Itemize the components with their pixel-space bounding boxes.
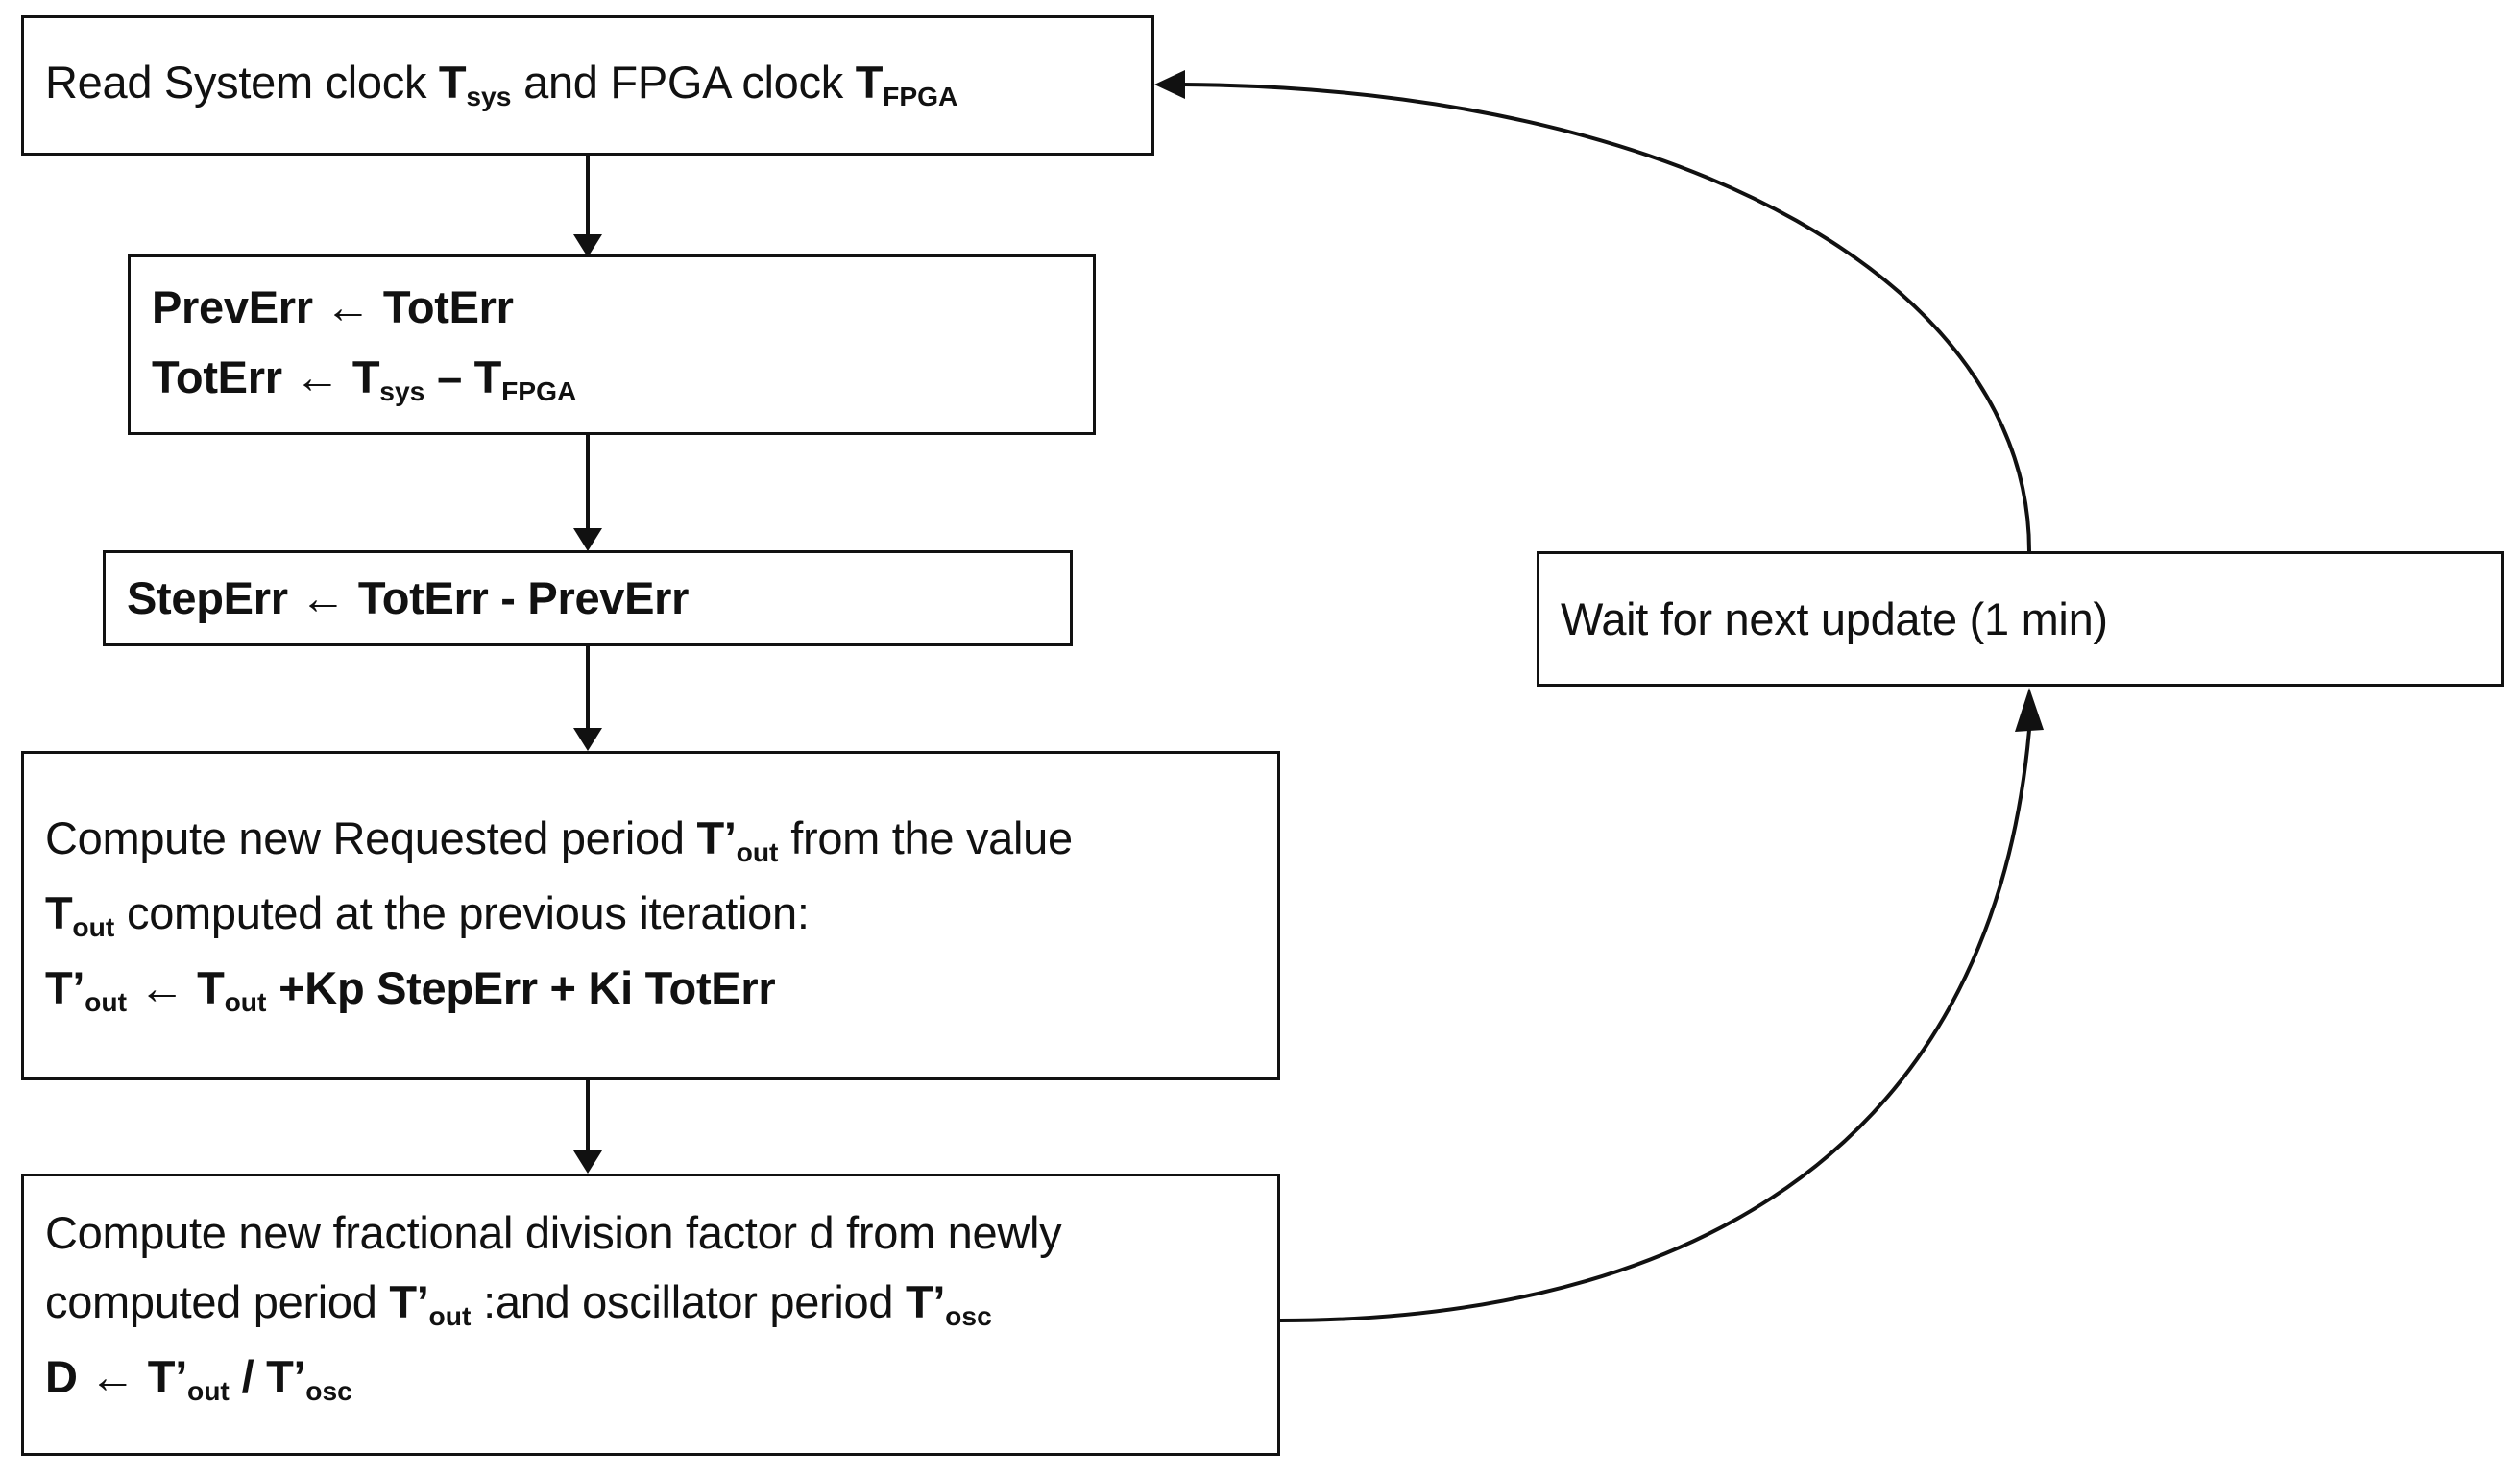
- sub-out: out: [72, 910, 115, 942]
- assign-arrow-icon: ←: [138, 962, 185, 1014]
- step-error-seg-1: StepErr: [127, 571, 301, 623]
- step-error-seg-3: TotErr - PrevErr: [346, 571, 690, 623]
- compute-period-l2-seg-2: computed at the previous iteration:: [114, 886, 810, 938]
- compute-period-line-3: T’out ← Tout +Kp StepErr + Ki TotErr: [45, 954, 1264, 1029]
- compute-division-factor-text: Compute new fractional division factor d…: [24, 1199, 1277, 1417]
- error-update-l1-seg-3: TotErr: [371, 280, 514, 332]
- sub-out: out: [736, 835, 779, 867]
- edge-compute-period-to-division: [573, 1080, 602, 1174]
- compute-division-l1-seg-1: Compute new fractional division factor d…: [45, 1207, 1062, 1258]
- sub-out: out: [428, 1300, 472, 1332]
- read-clocks-seg-4: TFPGA: [855, 57, 958, 112]
- compute-division-line-3: D ← T’out / T’osc: [45, 1343, 1264, 1417]
- compute-division-l2-seg-2: T’out: [389, 1276, 472, 1332]
- read-clocks-line-1: Read System clock Tsys and FPGA clock TF…: [45, 48, 1138, 123]
- edge-error-to-step: [573, 435, 602, 551]
- compute-period-line-2: Tout computed at the previous iteration:: [45, 879, 1264, 954]
- error-update-text: PrevErr ← TotErr TotErr ← Tsys – TFPGA: [131, 273, 1093, 418]
- sub-fpga: FPGA: [501, 375, 577, 406]
- compute-period-l3-seg-5: +Kp StepErr + Ki TotErr: [266, 961, 776, 1013]
- wait-for-next-update-box[interactable]: Wait for next update (1 min): [1537, 551, 2504, 687]
- read-clocks-seg-2: Tsys: [438, 57, 512, 112]
- compute-period-l1-seg-1: Compute new Requested period: [45, 811, 697, 863]
- wait-seg-1: Wait for next update (1 min): [1561, 593, 2108, 644]
- read-clocks-seg-3: and FPGA clock: [511, 57, 856, 108]
- step-error-line-1: StepErr ← TotErr - PrevErr: [127, 564, 1056, 634]
- compute-division-l3-seg-4: / T’osc: [229, 1351, 352, 1407]
- edge-wait-to-read: [1154, 70, 2031, 552]
- sub-fpga: FPGA: [883, 81, 958, 112]
- assign-arrow-icon: ←: [294, 351, 341, 403]
- assign-arrow-icon: ←: [89, 1352, 136, 1403]
- error-update-l2-seg-1: TotErr: [152, 351, 295, 402]
- sub-sys: sys: [466, 81, 512, 112]
- compute-division-l3-seg-1: D: [45, 1351, 90, 1402]
- compute-requested-period-text: Compute new Requested period T’out from …: [24, 804, 1277, 1029]
- error-update-box[interactable]: PrevErr ← TotErr TotErr ← Tsys – TFPGA: [128, 254, 1096, 435]
- edge-division-to-wait: [1279, 688, 2044, 1322]
- compute-period-l1-seg-3: from the value: [778, 811, 1073, 863]
- sub-osc: osc: [305, 1375, 352, 1407]
- compute-period-l3-gap: [127, 962, 139, 1013]
- compute-period-l2-seg-1: Tout: [45, 886, 115, 942]
- compute-period-line-1: Compute new Requested period T’out from …: [45, 804, 1264, 879]
- compute-division-line-1: Compute new fractional division factor d…: [45, 1199, 1264, 1268]
- compute-period-l3-seg-4: Tout: [184, 961, 267, 1017]
- sub-out: out: [85, 985, 127, 1017]
- sub-sys: sys: [379, 375, 425, 406]
- compute-period-l1-seg-2: T’out: [696, 811, 779, 867]
- error-update-l2-seg-4: – TFPGA: [424, 351, 577, 406]
- error-update-l1-seg-1: PrevErr: [152, 280, 326, 332]
- step-error-box[interactable]: StepErr ← TotErr - PrevErr: [103, 550, 1073, 646]
- read-clocks-text: Read System clock Tsys and FPGA clock TF…: [24, 48, 1151, 123]
- step-error-text: StepErr ← TotErr - PrevErr: [106, 564, 1070, 634]
- wait-line-1: Wait for next update (1 min): [1561, 585, 2487, 654]
- assign-arrow-icon: ←: [300, 572, 347, 624]
- compute-division-l2-seg-3: :and oscillator period: [471, 1276, 906, 1327]
- compute-division-l3-seg-3: T’out: [135, 1351, 230, 1407]
- edge-step-to-compute-period: [573, 646, 602, 751]
- read-clocks-seg-1: Read System clock: [45, 57, 439, 108]
- error-update-line-1: PrevErr ← TotErr: [152, 273, 1079, 343]
- sub-osc: osc: [945, 1300, 992, 1332]
- sub-out: out: [224, 985, 267, 1017]
- error-update-line-2: TotErr ← Tsys – TFPGA: [152, 343, 1079, 418]
- compute-period-l3-seg-1: T’out: [45, 961, 127, 1017]
- edge-read-to-error: [573, 156, 602, 257]
- read-clocks-box[interactable]: Read System clock Tsys and FPGA clock TF…: [21, 15, 1154, 156]
- compute-division-line-2: computed period T’out :and oscillator pe…: [45, 1268, 1264, 1343]
- compute-division-factor-box[interactable]: Compute new fractional division factor d…: [21, 1174, 1280, 1456]
- wait-for-next-update-text: Wait for next update (1 min): [1539, 585, 2501, 654]
- compute-requested-period-box[interactable]: Compute new Requested period T’out from …: [21, 751, 1280, 1080]
- compute-division-l2-seg-4: T’osc: [906, 1276, 992, 1332]
- compute-division-l2-seg-1: computed period: [45, 1276, 390, 1327]
- error-update-l2-seg-3: Tsys: [340, 351, 425, 406]
- sub-out: out: [186, 1375, 230, 1407]
- assign-arrow-icon: ←: [325, 281, 372, 333]
